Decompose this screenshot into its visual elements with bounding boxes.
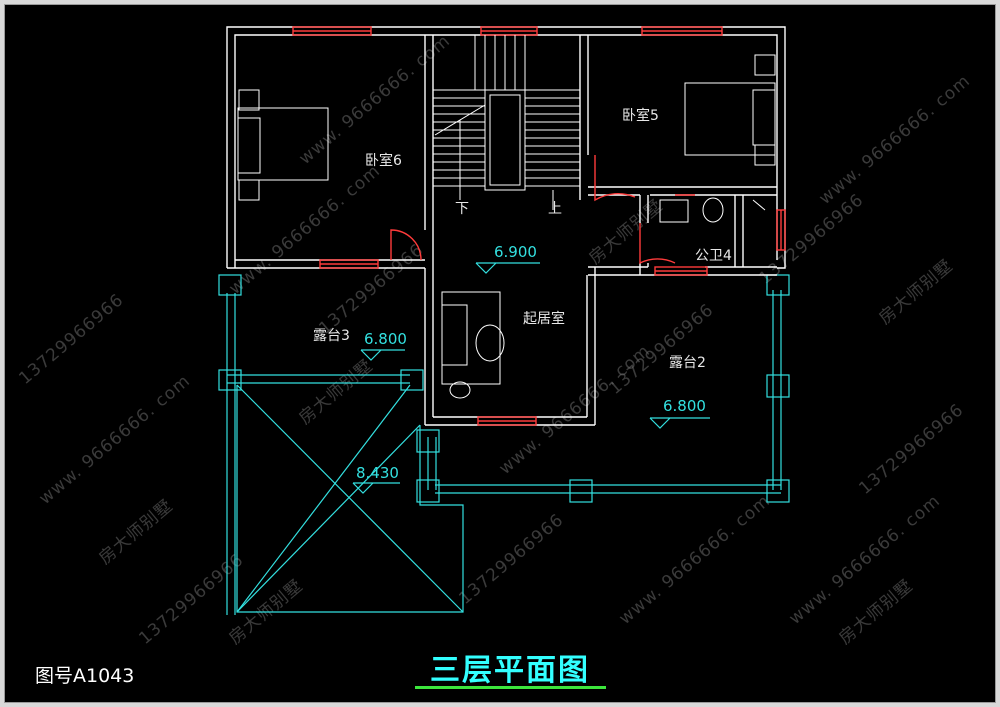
title-underline [415, 686, 606, 689]
watermark-text: 房大师别墅 [585, 196, 667, 269]
bed-bedroom5 [684, 54, 776, 166]
bed-bedroom6 [237, 89, 329, 201]
room-label-bedroom5: 卧室5 [622, 107, 659, 124]
room-label-terrace2: 露台2 [669, 355, 706, 371]
terrace2-railing [416, 274, 790, 503]
watermark-text: 13729966966 [455, 510, 567, 609]
plan-title: 三层平面图 [430, 653, 590, 688]
elevation-roof: 8.430 [356, 464, 399, 482]
stair-label-down: 下 [455, 201, 469, 217]
bathroom-fixtures [659, 197, 766, 223]
cad-drawing-frame: 13729966966 www. 9666666. com 房大师别墅 1372… [4, 4, 996, 703]
room-label-bedroom6: 卧室6 [365, 152, 402, 169]
watermark-text: www. 9666666. com [815, 71, 974, 209]
watermark-text: www. 9666666. com [35, 371, 194, 509]
watermark-text: www. 9666666. com [295, 31, 454, 169]
elevation-terrace3: 6.800 [364, 330, 407, 348]
watermark-layer: 13729966966 www. 9666666. com 房大师别墅 1372… [15, 31, 974, 649]
elevation-terrace2: 6.800 [663, 397, 706, 415]
room-label-terrace3: 露台3 [313, 328, 350, 344]
watermark-text: 13729966966 [15, 290, 127, 389]
room-label-living: 起居室 [523, 310, 565, 327]
elevation-hall: 6.900 [494, 243, 537, 261]
watermark-text: www. 9666666. com [615, 491, 774, 629]
staircase [433, 35, 580, 210]
room-label-bathroom4: 公卫4 [695, 248, 732, 264]
watermark-text: 13729966966 [755, 190, 867, 289]
watermark-text: www. 9666666. com [225, 161, 384, 299]
floor-plan-drawing: 13729966966 www. 9666666. com 房大师别墅 1372… [15, 26, 974, 649]
drawing-number: 图号A1043 [35, 665, 135, 687]
stair-label-up: 上 [548, 201, 562, 217]
watermark-text: 房大师别墅 [295, 356, 377, 429]
sofa-set [441, 291, 505, 399]
terrace3-railing [218, 274, 424, 615]
watermark-text: 房大师别墅 [95, 496, 177, 569]
roof-outline [236, 384, 464, 613]
watermark-text: 13729966966 [605, 300, 717, 399]
elevation-markers [352, 262, 710, 494]
watermark-text: 房大师别墅 [875, 256, 957, 329]
watermark-text: 13729966966 [315, 240, 427, 339]
windows [292, 26, 786, 426]
watermark-text: 13729966966 [855, 400, 967, 499]
